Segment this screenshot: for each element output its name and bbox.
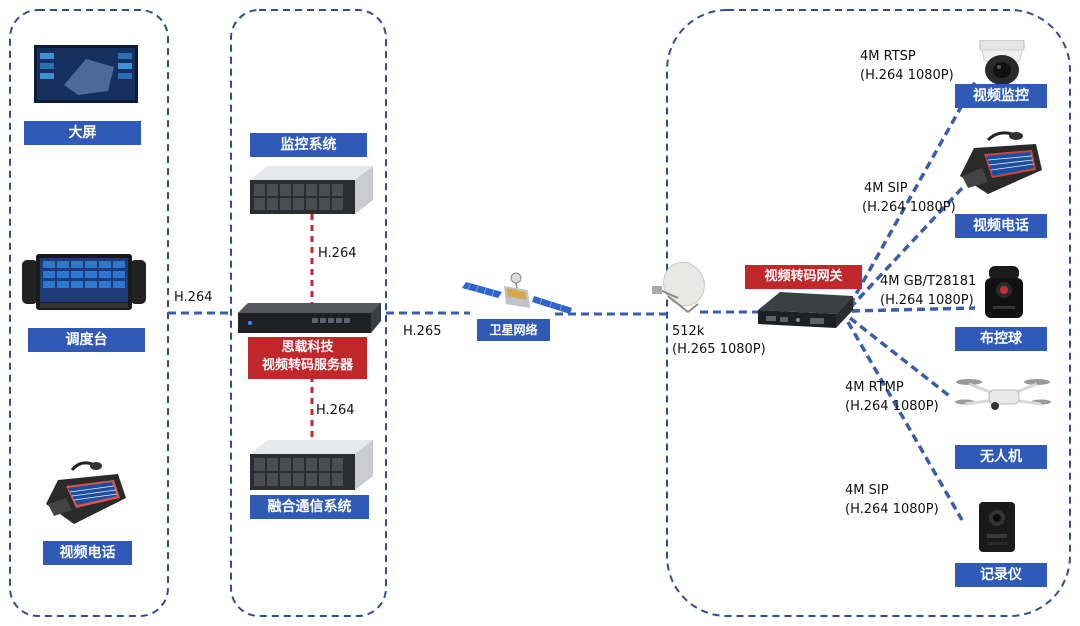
left-link-protocol: H.264 bbox=[174, 290, 213, 305]
server-label-line2: 视频转码服务器 bbox=[261, 358, 353, 373]
device-proto-4: 4M SIP bbox=[845, 483, 889, 498]
device-label-3: 无人机 bbox=[955, 445, 1047, 469]
link-gateway-videophone bbox=[848, 183, 967, 310]
device-proto-1: 4M SIP bbox=[864, 181, 908, 196]
monitoring-server-device bbox=[250, 166, 373, 214]
device-spec-4: (H.264 1080P) bbox=[845, 502, 939, 517]
link-gateway-ball bbox=[851, 306, 976, 313]
body-recorder-icon bbox=[979, 502, 1015, 552]
drone-icon bbox=[955, 376, 1051, 420]
server-out-protocol: H.265 bbox=[403, 324, 442, 339]
lower-link-protocol: H.264 bbox=[316, 403, 355, 418]
dispatch-console-label: 调度台 bbox=[28, 328, 145, 352]
device-label-1: 视频电话 bbox=[955, 214, 1047, 238]
dome-camera-icon bbox=[976, 39, 1028, 88]
device-proto-0: 4M RTSP bbox=[860, 49, 916, 64]
ptz-ball-icon bbox=[985, 266, 1023, 318]
satellite-dish-icon bbox=[648, 261, 706, 318]
satellite-link-spec: (H.265 1080P) bbox=[672, 342, 766, 357]
device-proto-2: 4M GB/T28181 bbox=[880, 274, 977, 289]
satellite-link-rate: 512k bbox=[672, 324, 705, 339]
device-label-0: 视频监控 bbox=[955, 84, 1047, 108]
left-videophone-device bbox=[44, 458, 128, 528]
device-spec-2: (H.264 1080P) bbox=[880, 293, 974, 308]
device-label-4: 记录仪 bbox=[955, 563, 1047, 587]
right-videophone-icon bbox=[958, 130, 1044, 196]
transcoding-server-device bbox=[238, 303, 381, 333]
transcoding-server-label: 思载科技 视频转码服务器 bbox=[248, 337, 367, 379]
link-gateway-drone bbox=[848, 316, 954, 400]
converged-server-device bbox=[250, 440, 373, 490]
monitoring-system-label: 监控系统 bbox=[250, 133, 367, 157]
device-spec-3: (H.264 1080P) bbox=[845, 399, 939, 414]
big-screen-label: 大屏 bbox=[24, 121, 141, 145]
server-label-line1: 思载科技 bbox=[281, 340, 334, 355]
device-proto-3: 4M RTMP bbox=[845, 380, 904, 395]
device-spec-1: (H.264 1080P) bbox=[862, 200, 956, 215]
satellite-network-label: 卫星网络 bbox=[477, 319, 550, 341]
gateway-label: 视频转码网关 bbox=[745, 265, 862, 289]
link-gateway-camera bbox=[848, 81, 977, 306]
dispatch-console-device bbox=[22, 252, 146, 312]
satellite-icon bbox=[462, 270, 574, 320]
middle-panel-border bbox=[230, 9, 387, 617]
big-screen-device bbox=[34, 45, 138, 103]
device-label-2: 布控球 bbox=[955, 327, 1047, 351]
gateway-device bbox=[758, 290, 853, 332]
converged-system-label: 融合通信系统 bbox=[250, 495, 369, 519]
upper-link-protocol: H.264 bbox=[318, 246, 357, 261]
left-videophone-label: 视频电话 bbox=[43, 541, 132, 565]
device-spec-0: (H.264 1080P) bbox=[860, 68, 954, 83]
